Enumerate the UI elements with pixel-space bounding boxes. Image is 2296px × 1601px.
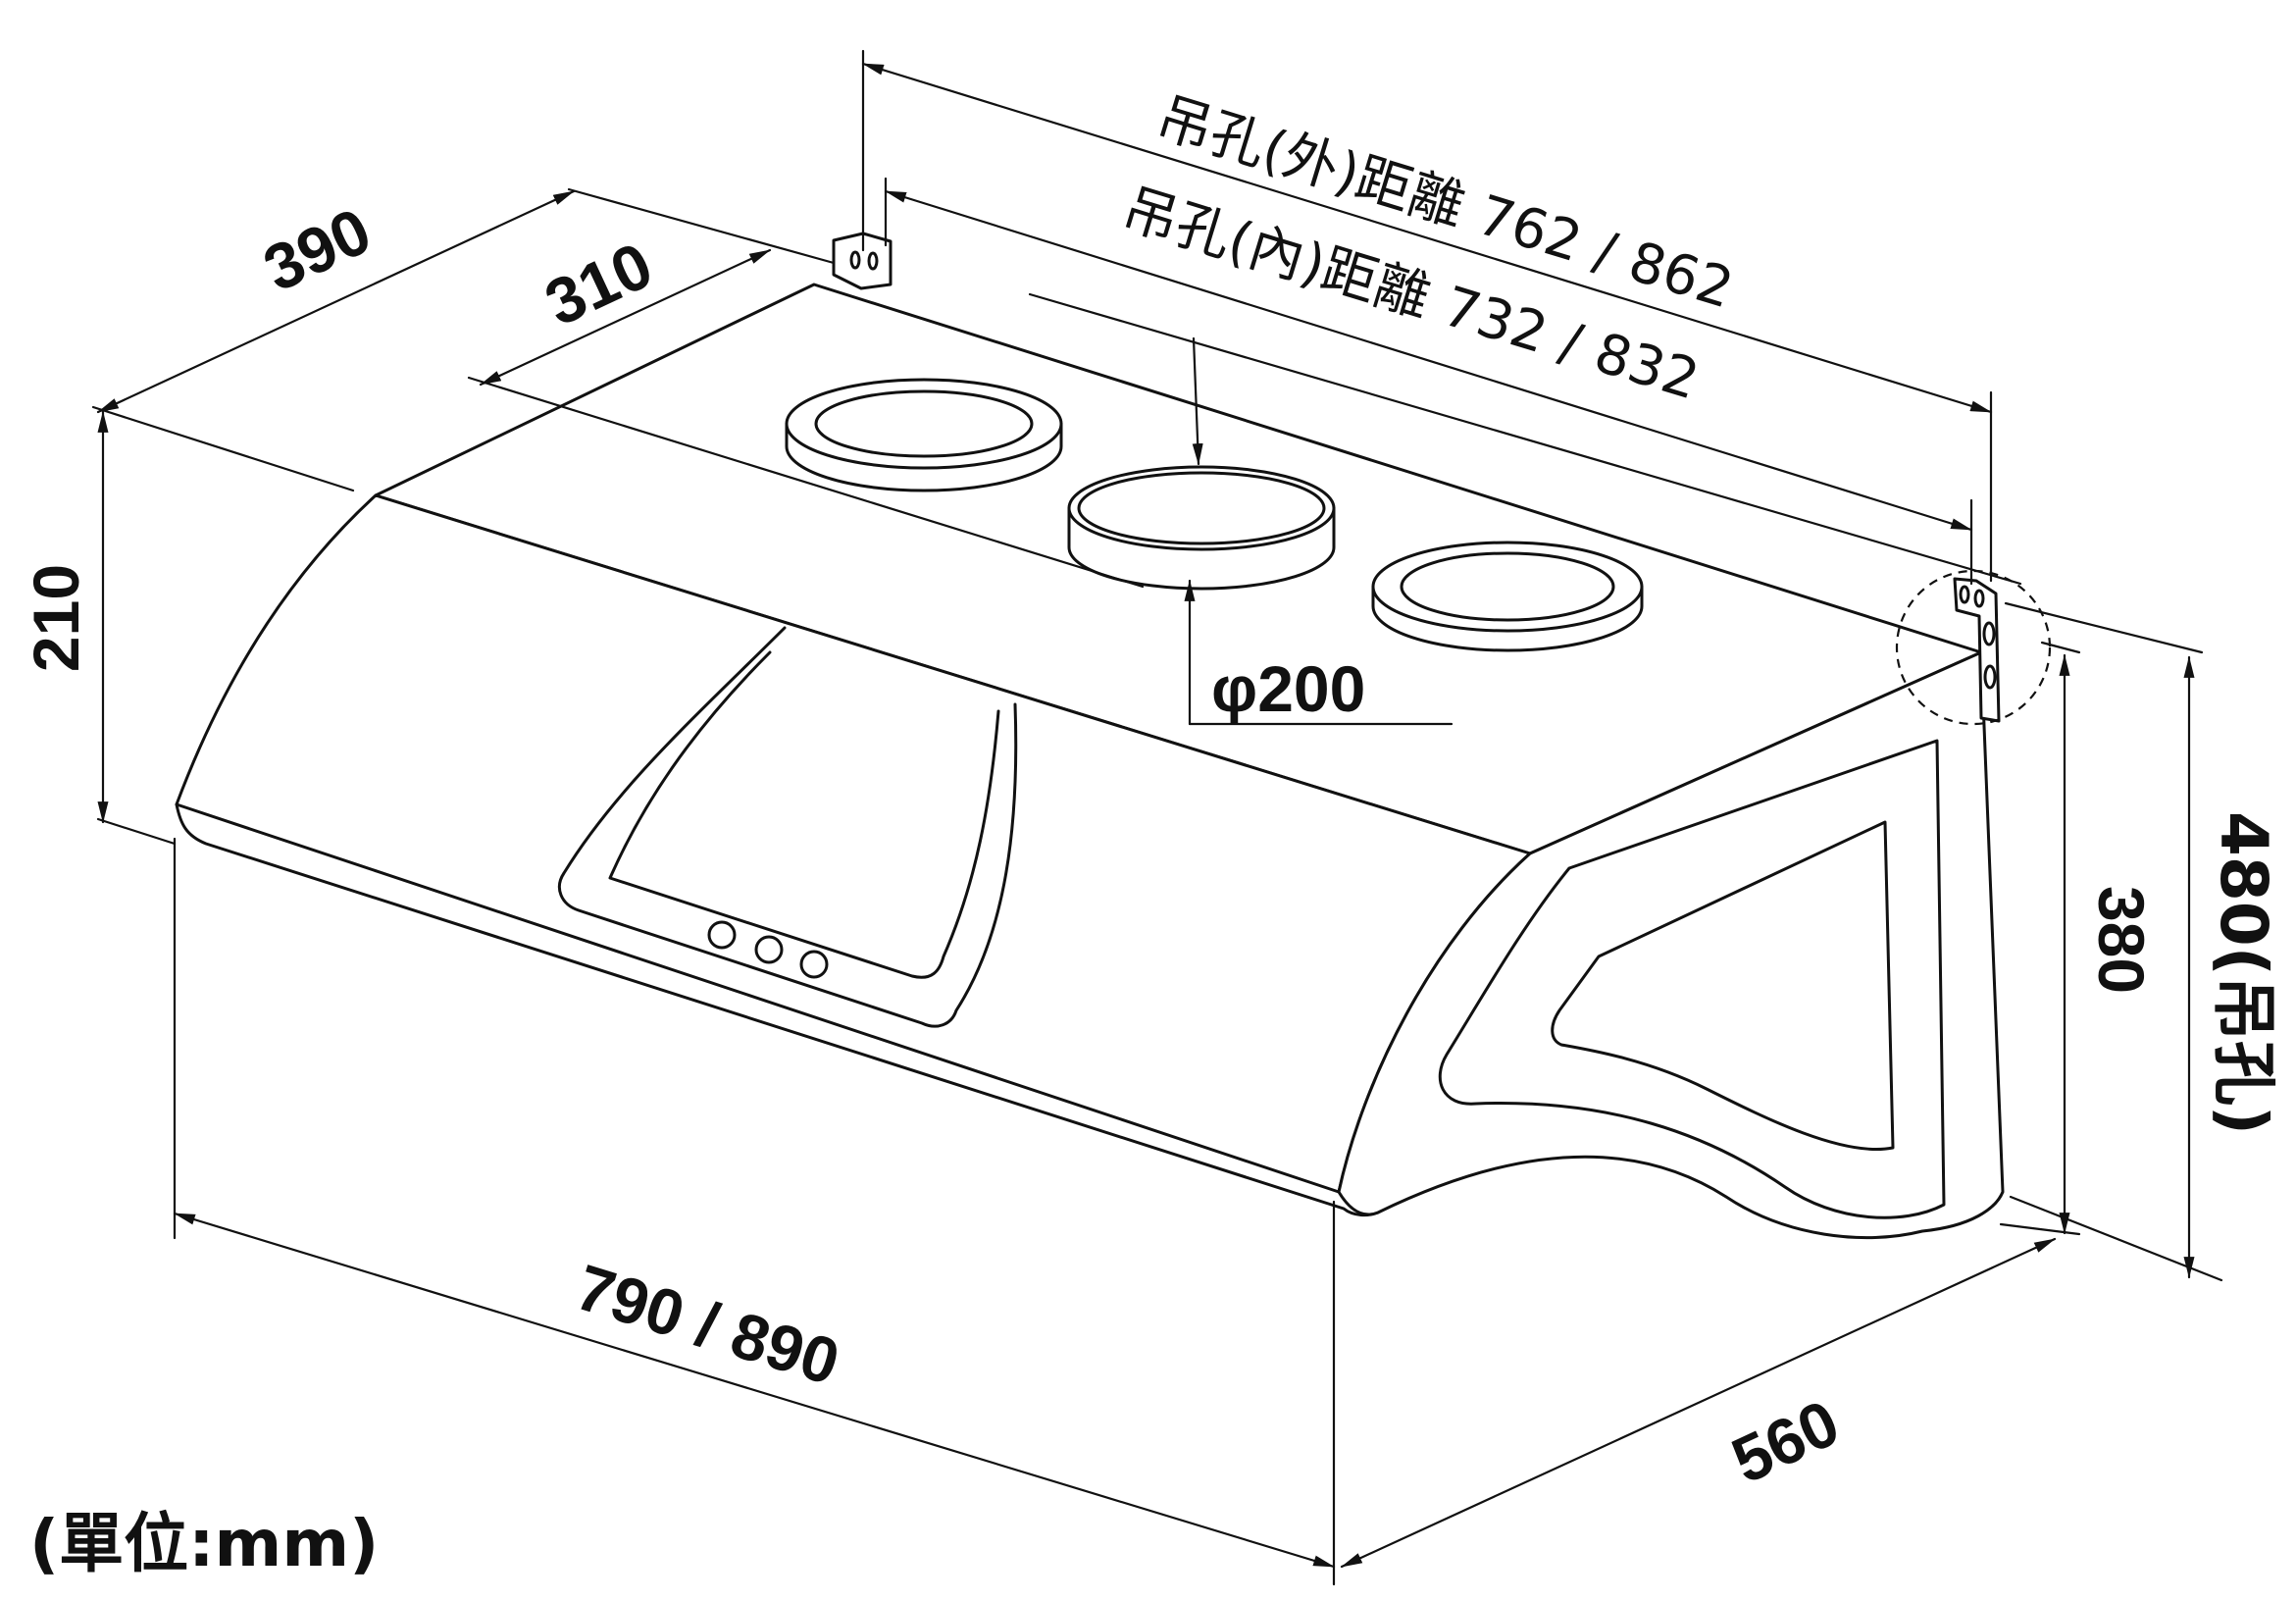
control-knob	[707, 920, 737, 950]
dim-hole-inner-line	[884, 189, 1973, 532]
dim-depth-outer-line	[96, 189, 576, 414]
label-duct-diameter: φ200	[1211, 652, 1365, 725]
dim-width-line	[173, 1212, 1336, 1569]
label-height-front: 210	[20, 564, 92, 672]
detail-highlight-circle	[1895, 569, 2052, 726]
duct-ring-center	[1067, 465, 1336, 591]
duct-leader-top	[1192, 336, 1203, 466]
dim-side-depth-line	[1340, 1237, 2057, 1569]
label-unit: (單位:mm)	[29, 1506, 379, 1581]
label-depth-inner: 310	[535, 228, 663, 339]
label-height-hole: 480(吊孔)	[2206, 811, 2281, 1135]
dim-depth-inner-line	[479, 248, 772, 387]
hanging-bracket-right	[1953, 577, 2001, 723]
control-knob	[754, 935, 784, 964]
dimension-lines	[91, 49, 2223, 1586]
label-side-depth: 560	[1721, 1385, 1850, 1497]
front-window-inner	[608, 650, 1000, 979]
label-height-side: 380	[2085, 886, 2158, 994]
duct-ring-right	[1371, 541, 1644, 652]
label-depth-outer: 390	[253, 193, 382, 305]
front-window-frame	[558, 626, 1018, 1028]
hood-side-panel	[1337, 650, 2005, 1240]
hood-body	[175, 283, 2005, 1240]
control-knob	[799, 950, 829, 979]
side-trim-outer	[1438, 739, 1946, 1219]
duct-ring-left	[785, 378, 1063, 492]
side-trim-inner	[1551, 820, 1895, 1151]
